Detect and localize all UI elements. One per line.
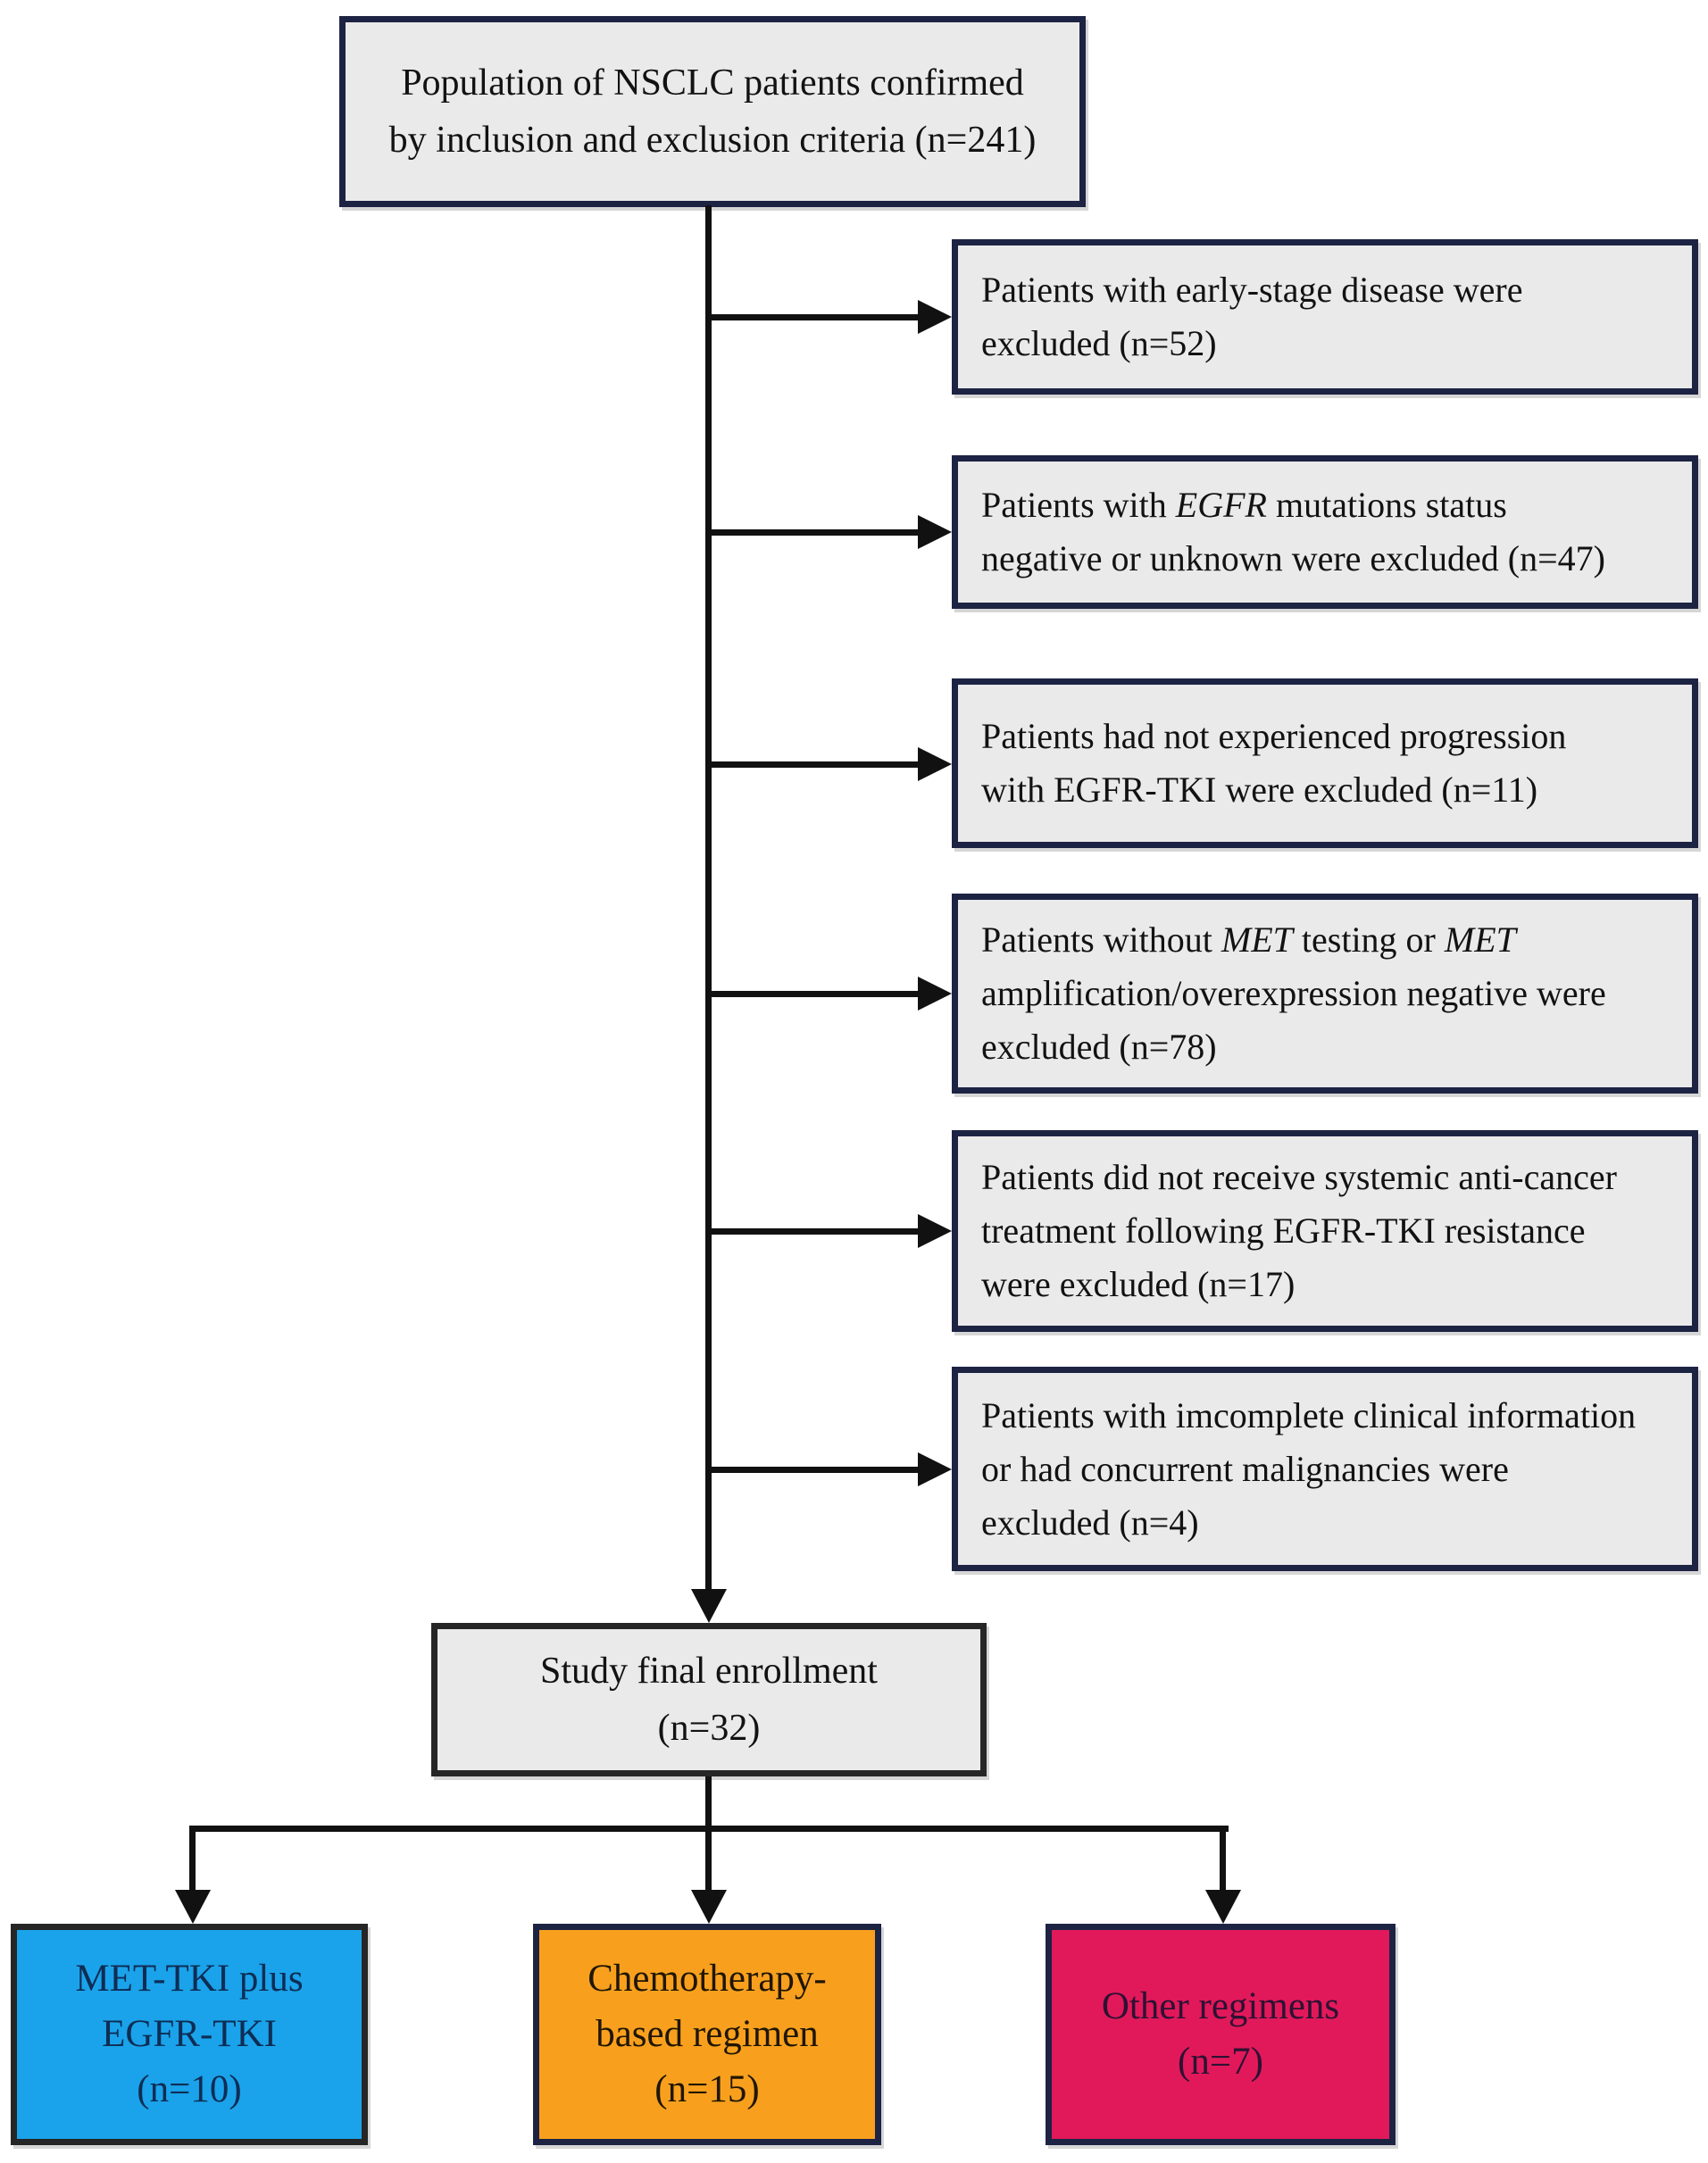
branch-arrowhead-4-icon [918,977,952,1011]
population-box-line-1: Population of NSCLC patients confirmed [401,62,1024,104]
arm-line: EGFR-TKI [102,2013,277,2055]
arm-line: (n=15) [654,2068,760,2110]
arm-line: Chemotherapy- [587,1958,827,2000]
exclusion-line: Patients with early-stage disease were [981,263,1669,317]
exclusion-line: Patients did not receive systemic anti-c… [981,1151,1669,1204]
exclusion-line: excluded (n=52) [981,317,1669,370]
exclusion-text: Patients with early-stage disease were [981,270,1523,310]
arms-crossbar-line [189,1826,1229,1832]
arm-line: Other regimens [1101,1985,1340,2027]
exclusion-line: Patients with EGFR mutations status [981,478,1669,532]
trunk-line [705,205,712,1589]
arm-drop-line-right [1220,1826,1226,1890]
exclusion-line: were excluded (n=17) [981,1258,1669,1311]
exclusion-text: treatment following EGFR-TKI resistance [981,1210,1586,1251]
exclusion-line: Patients had not experienced progression [981,710,1669,763]
exclusion-text: testing or [1292,919,1445,960]
exclusion-box-early-stage: Patients with early-stage disease were e… [952,239,1698,395]
enrollment-box: Study final enrollment (n=32) [431,1623,987,1776]
exclusion-text: Patients with [981,485,1176,525]
exclusion-box-incomplete-info: Patients with imcomplete clinical inform… [952,1367,1698,1571]
branch-line-1 [708,314,918,320]
exclusion-text: Patients had not experienced progression [981,716,1567,756]
exclusion-line: treatment following EGFR-TKI resistance [981,1204,1669,1258]
enrollment-line-1: Study final enrollment [540,1651,878,1692]
exclusion-text: excluded (n=78) [981,1027,1217,1067]
exclusion-box-met-testing: Patients without MET testing or MET ampl… [952,894,1698,1094]
population-box: Population of NSCLC patients confirmed b… [339,16,1086,207]
branch-arrowhead-6-icon [918,1452,952,1486]
exclusion-text: negative or unknown were excluded (n=47) [981,538,1605,578]
branch-line-4 [708,991,918,997]
exclusion-line: amplification/overexpression negative we… [981,967,1669,1020]
branch-arrowhead-2-icon [918,515,952,549]
arm-box-other-regimens: Other regimens (n=7) [1046,1924,1396,2145]
exclusion-text: mutations status [1266,485,1507,525]
enrollment-drop-line [705,1776,712,1890]
enrollment-line-2: (n=32) [657,1708,761,1749]
arm-arrowhead-middle-icon [691,1890,727,1924]
exclusion-text: or had concurrent malignancies were [981,1448,1509,1489]
arm-box-met-tki-plus-egfr-tki: MET-TKI plus EGFR-TKI (n=10) [11,1924,368,2145]
exclusion-line: excluded (n=78) [981,1020,1669,1074]
exclusion-box-no-progression: Patients had not experienced progression… [952,678,1698,848]
exclusion-text: Patients did not receive systemic anti-c… [981,1157,1617,1197]
arm-drop-line-left [189,1826,196,1890]
exclusion-box-egfr-status: Patients with EGFR mutations status nega… [952,455,1698,609]
exclusion-line: with EGFR-TKI were excluded (n=11) [981,763,1669,817]
branch-line-2 [708,529,918,536]
exclusion-text: excluded (n=52) [981,323,1217,363]
exclusion-text: Patients without [981,919,1221,960]
exclusion-line: negative or unknown were excluded (n=47) [981,532,1669,586]
trunk-arrowhead-icon [691,1589,727,1623]
exclusion-text: amplification/overexpression negative we… [981,973,1606,1013]
exclusion-line: excluded (n=4) [981,1496,1669,1550]
branch-arrowhead-5-icon [918,1214,952,1248]
arm-box-chemotherapy: Chemotherapy- based regimen (n=15) [533,1924,881,2145]
gene-name-italic: MET [1444,919,1516,960]
exclusion-line: Patients with imcomplete clinical inform… [981,1389,1669,1443]
branch-line-6 [708,1467,918,1473]
arm-arrowhead-right-icon [1205,1890,1241,1924]
exclusion-text: excluded (n=4) [981,1502,1199,1543]
arm-arrowhead-left-icon [175,1890,211,1924]
exclusion-text: with EGFR-TKI were excluded (n=11) [981,770,1538,810]
arm-line: (n=10) [137,2068,242,2110]
exclusion-text: were excluded (n=17) [981,1264,1296,1304]
arm-line: MET-TKI plus [75,1958,304,2000]
exclusion-text: Patients with imcomplete clinical inform… [981,1394,1637,1435]
exclusion-box-no-systemic-treatment: Patients did not receive systemic anti-c… [952,1130,1698,1332]
exclusion-line: Patients without MET testing or MET [981,913,1669,967]
branch-line-3 [708,761,918,768]
gene-name-italic: MET [1221,919,1293,960]
population-box-line-2: by inclusion and exclusion criteria (n=2… [388,120,1037,161]
branch-line-5 [708,1228,918,1235]
arm-line: (n=7) [1178,2041,1263,2083]
exclusion-line: or had concurrent malignancies were [981,1443,1669,1496]
branch-arrowhead-3-icon [918,747,952,781]
arm-line: based regimen [596,2013,819,2055]
gene-name-italic: EGFR [1175,485,1267,525]
branch-arrowhead-1-icon [918,300,952,334]
